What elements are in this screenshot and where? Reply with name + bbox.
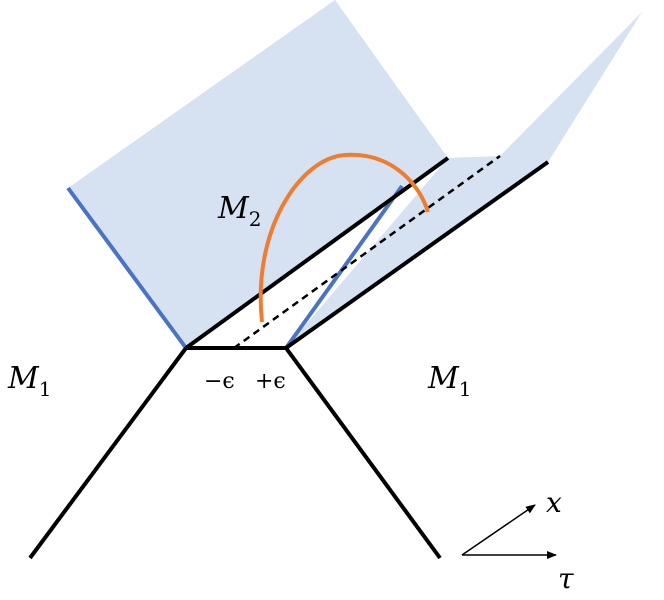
m1-left-label: M1	[7, 361, 51, 401]
plus-epsilon-label: +ϵ	[255, 369, 286, 394]
upper-right-black-edge	[284, 160, 550, 350]
tau-axis-label: τ	[558, 562, 574, 595]
minus-epsilon-label: −ϵ	[204, 369, 235, 394]
left-sheet	[68, 0, 448, 348]
m1-right-label: M1	[427, 361, 471, 401]
orange-arc	[258, 152, 430, 323]
m2-label: M2	[217, 191, 261, 231]
inner-blue-line	[284, 184, 404, 350]
left-blue-boundary	[66, 186, 188, 350]
x-axis-label: x	[546, 486, 562, 519]
right-sheet	[286, 12, 642, 348]
upper-left-black-edge	[184, 156, 450, 350]
bottom-right-black-edge	[284, 346, 442, 560]
bottom-left-black-edge	[28, 346, 188, 560]
x-axis-arrow	[461, 504, 536, 556]
dashed-midline	[233, 154, 501, 350]
